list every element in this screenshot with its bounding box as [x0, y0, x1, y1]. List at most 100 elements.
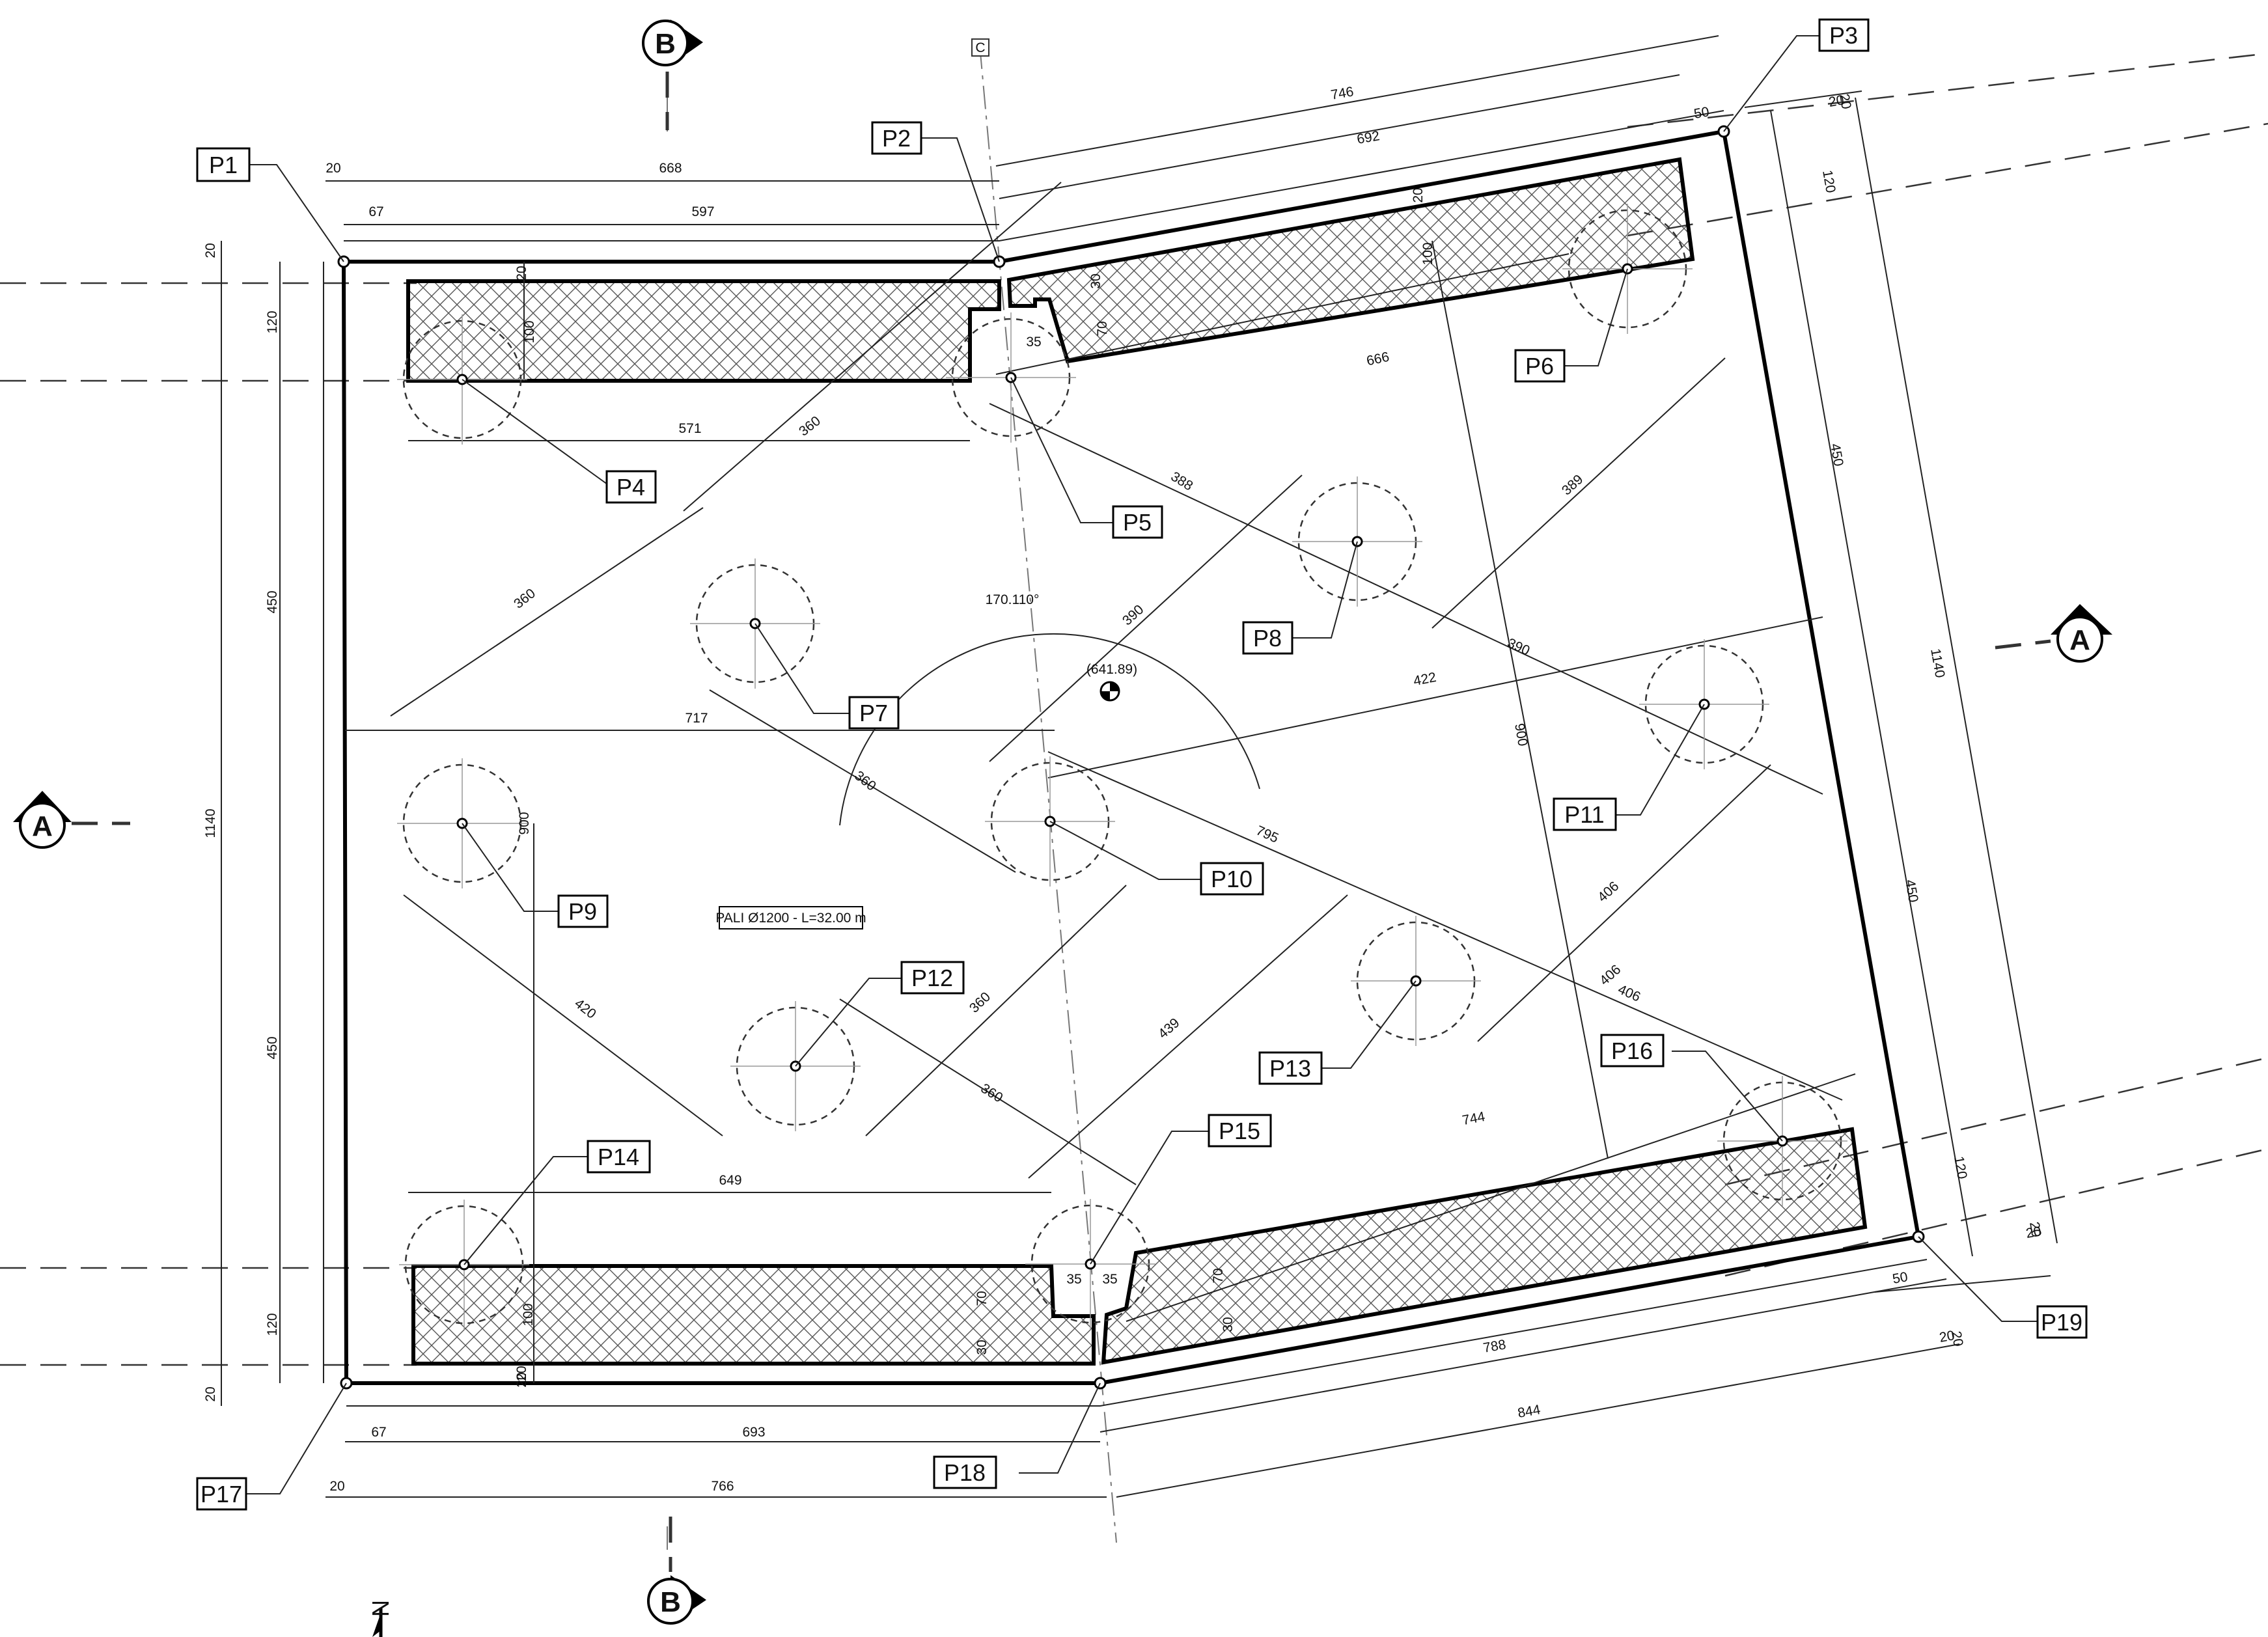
dimension-lines [221, 35, 2058, 1498]
svg-text:795: 795 [1254, 823, 1280, 846]
svg-text:100: 100 [522, 320, 537, 343]
pile-label-P16: P16 [1600, 1034, 1665, 1067]
pile-label-P6: P6 [1514, 349, 1566, 383]
svg-text:439: 439 [1155, 1015, 1183, 1041]
svg-text:390: 390 [1505, 635, 1532, 658]
svg-text:P17: P17 [201, 1481, 242, 1507]
svg-text:388: 388 [1168, 469, 1195, 493]
svg-text:422: 422 [1412, 670, 1437, 689]
svg-text:35: 35 [1026, 335, 1041, 350]
svg-text:P2: P2 [882, 125, 911, 152]
pile-labels: P1 P2 P3 P4 P5 P6 P7 P8 P9 P10 P11 P12 P… [196, 18, 2088, 1511]
svg-text:666: 666 [1365, 350, 1390, 369]
svg-text:1140: 1140 [203, 808, 218, 838]
section-c-marker: C [971, 38, 989, 57]
svg-text:P13: P13 [1269, 1055, 1311, 1082]
svg-text:668: 668 [659, 161, 682, 176]
svg-text:P19: P19 [2041, 1309, 2082, 1336]
svg-text:450: 450 [265, 1036, 280, 1059]
svg-text:420: 420 [572, 996, 599, 1022]
svg-text:P3: P3 [1829, 22, 1858, 49]
svg-text:20: 20 [2025, 1224, 2042, 1241]
svg-text:P4: P4 [616, 474, 645, 501]
svg-text:406: 406 [1616, 982, 1642, 1004]
svg-text:35: 35 [1102, 1272, 1117, 1287]
pile-label-P12: P12 [900, 961, 965, 995]
svg-text:900: 900 [517, 812, 532, 834]
svg-text:70: 70 [1095, 321, 1110, 336]
svg-text:70: 70 [975, 1291, 989, 1306]
svg-text:692: 692 [1356, 128, 1381, 147]
svg-text:597: 597 [691, 204, 714, 219]
svg-text:389: 389 [1559, 472, 1586, 499]
elevation-symbol [1099, 681, 1120, 702]
svg-text:100: 100 [521, 1303, 536, 1326]
svg-text:P10: P10 [1211, 866, 1252, 892]
pile-label-P3: P3 [1818, 18, 1870, 52]
svg-text:20: 20 [329, 1479, 344, 1494]
svg-text:P11: P11 [1564, 801, 1604, 828]
section-markers: A A B B C [13, 20, 2112, 1625]
svg-text:20: 20 [1411, 187, 1426, 202]
svg-text:20: 20 [203, 1386, 218, 1401]
svg-text:120: 120 [265, 1313, 280, 1336]
svg-text:900: 900 [1512, 722, 1530, 748]
svg-text:649: 649 [719, 1173, 741, 1188]
svg-text:20: 20 [325, 161, 340, 176]
svg-text:406: 406 [1597, 962, 1624, 989]
svg-text:70: 70 [1211, 1268, 1226, 1283]
pile-label-P2: P2 [871, 121, 922, 155]
section-b-bottom-marker: B [647, 1517, 706, 1625]
annotations: PALI Ø1200 - L=32.00 m 170.110° (641.89)… [367, 592, 1137, 1637]
svg-text:N: N [367, 1600, 394, 1617]
svg-text:35: 35 [1066, 1272, 1081, 1287]
svg-text:67: 67 [371, 1425, 386, 1440]
pile-label-P14: P14 [587, 1140, 651, 1174]
svg-text:30: 30 [1221, 1317, 1236, 1332]
pile-label-P17: P17 [196, 1477, 247, 1511]
svg-text:P5: P5 [1123, 509, 1152, 536]
svg-text:P1: P1 [209, 152, 238, 178]
svg-text:360: 360 [851, 768, 879, 794]
pile-label-P1: P1 [196, 147, 251, 182]
svg-text:20: 20 [514, 1366, 529, 1381]
section-a-right-marker: A [1995, 604, 2112, 663]
pile-label-P15: P15 [1208, 1114, 1272, 1148]
svg-text:P18: P18 [944, 1459, 986, 1486]
svg-text:450: 450 [265, 590, 280, 613]
svg-text:50: 50 [1891, 1269, 1909, 1287]
svg-text:744: 744 [1461, 1109, 1486, 1128]
svg-text:120: 120 [265, 310, 280, 333]
svg-text:20: 20 [1938, 1328, 1956, 1345]
svg-text:P12: P12 [911, 965, 953, 991]
svg-text:450: 450 [1827, 443, 1846, 468]
svg-text:20: 20 [1827, 92, 1845, 110]
pile-label-P9: P9 [557, 894, 609, 928]
svg-text:693: 693 [742, 1425, 765, 1440]
svg-text:360: 360 [511, 586, 538, 612]
svg-text:20: 20 [514, 266, 529, 281]
pile-label-P10: P10 [1200, 862, 1264, 896]
svg-text:450: 450 [1902, 879, 1921, 904]
svg-text:20: 20 [203, 243, 218, 258]
svg-text:P15: P15 [1219, 1118, 1260, 1144]
pile-spec-note: PALI Ø1200 - L=32.00 m [715, 906, 866, 929]
svg-text:PALI Ø1200 - L=32.00 m: PALI Ø1200 - L=32.00 m [715, 911, 866, 926]
svg-text:20: 20 [2026, 1220, 2044, 1238]
svg-text:844: 844 [1517, 1402, 1542, 1421]
svg-text:360: 360 [967, 989, 993, 1016]
svg-text:20: 20 [514, 1372, 529, 1387]
pile-label-P7: P7 [848, 696, 900, 730]
svg-text:20: 20 [1836, 92, 1854, 110]
hatched-walls [406, 157, 1868, 1366]
svg-text:746: 746 [1330, 84, 1355, 103]
svg-text:B: B [655, 28, 676, 60]
pile-label-P4: P4 [605, 470, 657, 504]
pile-label-P8: P8 [1242, 621, 1293, 655]
svg-text:20: 20 [1948, 1330, 1966, 1347]
svg-text:30: 30 [975, 1340, 989, 1355]
svg-text:766: 766 [711, 1479, 734, 1494]
elevation-label: (641.89) [1086, 662, 1137, 677]
svg-text:67: 67 [368, 204, 383, 219]
